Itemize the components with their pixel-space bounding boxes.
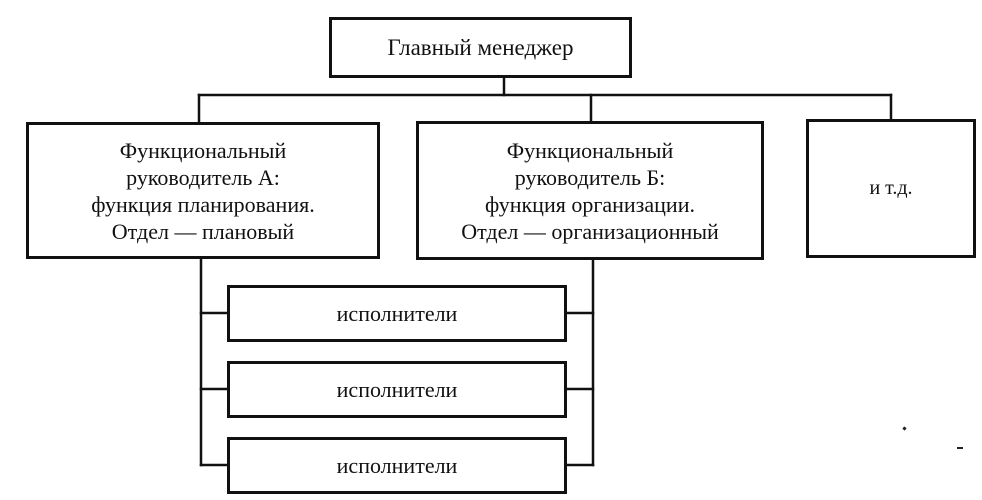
executors-box: исполнители [227, 285, 567, 342]
general-manager-label: Главный менеджер [387, 35, 574, 60]
executors-label: исполнители [336, 301, 458, 326]
scan-speck [957, 447, 963, 449]
functional-manager-a-box: Функциональный руководитель А: функция п… [26, 122, 380, 259]
executors-label: исполнители [336, 453, 458, 478]
functional-manager-b-box: Функциональный руководитель Б: функция о… [416, 121, 764, 260]
functional-manager-a-label: Функциональный руководитель А: функция п… [91, 137, 315, 244]
executors-box: исполнители [227, 361, 567, 418]
etc-box: и т.д. [806, 119, 976, 258]
executors-label: исполнители [336, 377, 458, 402]
etc-label: и т.д. [869, 177, 913, 199]
general-manager-box: Главный менеджер [329, 17, 632, 78]
functional-manager-b-label: Функциональный руководитель Б: функция о… [461, 137, 719, 244]
executors-box: исполнители [227, 437, 567, 494]
